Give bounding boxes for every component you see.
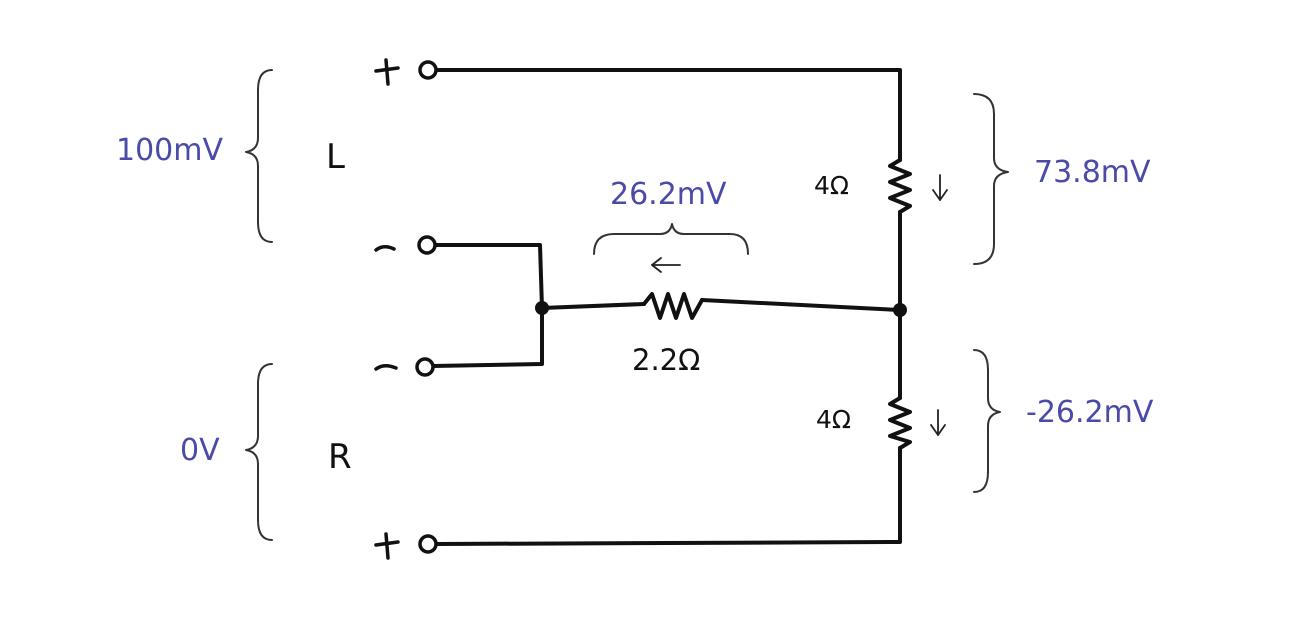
- plus-sign-icon: [374, 532, 400, 560]
- terminal-icon: [418, 534, 438, 554]
- brace-shared-resistor: [593, 223, 749, 255]
- wire-shared-right: [700, 298, 902, 312]
- arrow-down-icon: [930, 409, 946, 436]
- brace-lower-resistor: [973, 349, 1001, 493]
- left-input-voltage-label: 100mV: [116, 133, 223, 168]
- upper-resistor-voltage-label: 73.8mV: [1034, 155, 1151, 190]
- minus-sign-icon: [374, 245, 396, 252]
- shared-resistor-value-label: 2.2Ω: [632, 343, 700, 377]
- junction-node-left: [535, 301, 549, 315]
- resistor-shared: [642, 292, 704, 320]
- shared-resistor-voltage-label: 26.2mV: [610, 177, 727, 212]
- left-channel-label: L: [326, 137, 345, 177]
- brace-upper-resistor: [973, 93, 1009, 265]
- arrow-left-icon: [651, 257, 681, 273]
- terminal-icon: [418, 60, 438, 80]
- plus-sign-icon: [374, 58, 400, 86]
- lower-resistor-voltage-label: -26.2mV: [1026, 395, 1154, 430]
- brace-right-channel: [245, 363, 273, 541]
- brace-left-channel: [245, 69, 273, 243]
- arrow-down-icon: [932, 174, 948, 201]
- terminal-icon: [417, 235, 437, 255]
- right-channel-label: R: [328, 437, 352, 477]
- lower-resistor-value-label: 4Ω: [816, 405, 851, 434]
- wires: [431, 68, 902, 546]
- wire-shared-left: [540, 302, 646, 310]
- resistor-lower: [888, 396, 912, 450]
- right-input-voltage-label: 0V: [180, 433, 220, 468]
- junction-node-right: [893, 303, 907, 317]
- wire-r-minus: [431, 306, 544, 368]
- terminal-icon: [415, 357, 435, 377]
- upper-resistor-value-label: 4Ω: [814, 171, 849, 200]
- wire-bottom: [434, 446, 902, 546]
- wire-top: [434, 68, 902, 162]
- resistor-upper: [888, 158, 912, 214]
- minus-sign-icon: [374, 364, 398, 371]
- wire-l-minus: [433, 243, 544, 310]
